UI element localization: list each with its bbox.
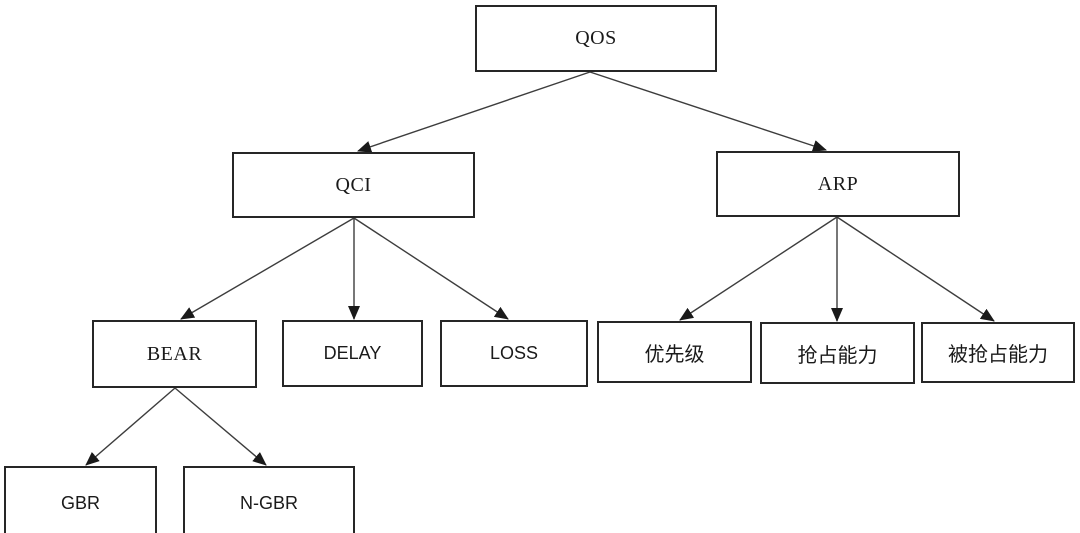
node-arp: ARP: [716, 151, 960, 217]
node-gbr-label: GBR: [60, 493, 100, 513]
node-priority-label: 优先级: [644, 343, 705, 366]
edge-arp-preemptable: [836, 216, 995, 322]
node-preempt-label: 抢占能力: [797, 344, 878, 367]
node-preemptable: 被抢占能力: [921, 322, 1075, 383]
node-qos: QOS: [475, 5, 717, 72]
edge-qos-arp: [589, 71, 827, 152]
node-qci-label: QCI: [335, 173, 372, 196]
node-arp-label: ARP: [817, 172, 859, 195]
node-delay: DELAY: [282, 320, 423, 387]
node-loss-label: LOSS: [489, 343, 539, 363]
node-gbr: GBR: [4, 466, 157, 533]
edge-bear-ngbr: [174, 387, 267, 466]
node-ngbr: N-GBR: [183, 466, 355, 533]
node-loss: LOSS: [440, 320, 588, 387]
node-preempt: 抢占能力: [760, 322, 915, 384]
node-bear: BEAR: [92, 320, 257, 388]
edge-qci-loss: [353, 217, 509, 320]
node-ngbr-label: N-GBR: [240, 493, 298, 513]
node-preemptable-label: 被抢占能力: [948, 344, 1048, 366]
edge-arp-priority: [679, 216, 838, 321]
node-qos-label: QOS: [575, 27, 617, 49]
node-priority: 优先级: [597, 321, 752, 383]
node-bear-label: BEAR: [146, 342, 203, 365]
edge-qos-qci: [357, 71, 591, 153]
node-qci: QCI: [232, 152, 475, 218]
node-delay-label: DELAY: [323, 343, 382, 363]
edge-qci-bear: [180, 217, 355, 320]
edge-bear-gbr: [85, 387, 176, 466]
